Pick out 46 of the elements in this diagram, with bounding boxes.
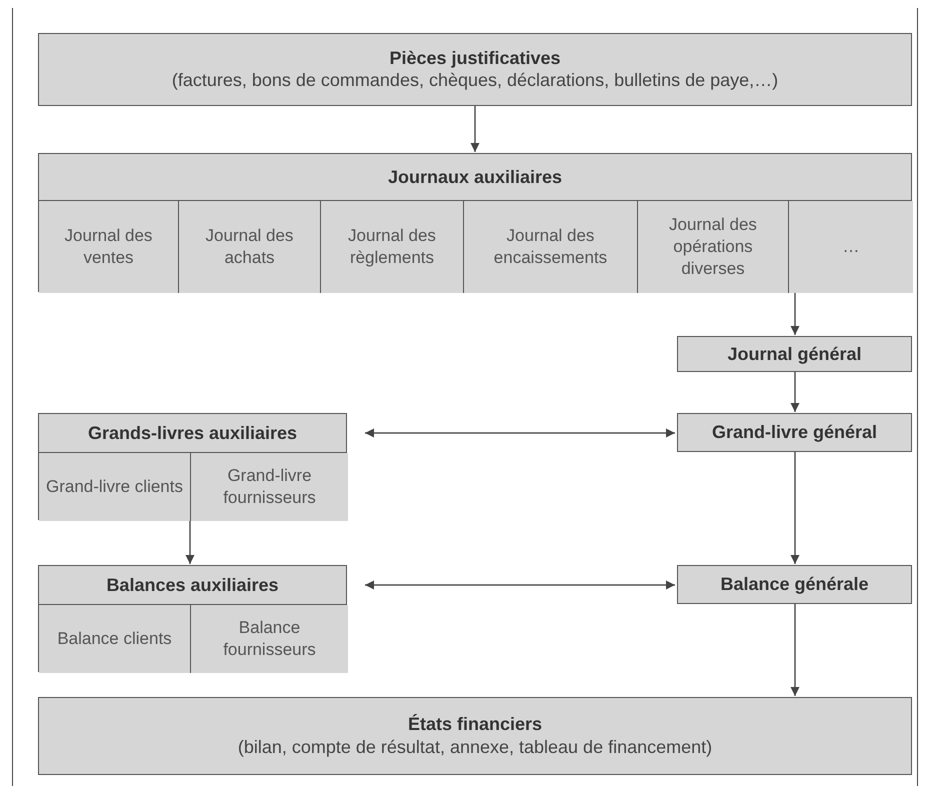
cell-text: … <box>842 236 860 258</box>
group-title: Journaux auxiliaires <box>388 166 562 188</box>
arrow <box>790 292 800 335</box>
cell-text: Journal des ventes <box>64 224 154 269</box>
journal-cell <box>191 453 348 521</box>
arrow <box>365 428 675 438</box>
journal-cell <box>191 605 348 673</box>
box-subtitle: (factures, bons de commandes, chèques, déclarations, bulletins de paye,…) <box>172 69 778 92</box>
process-box <box>677 565 912 604</box>
cell-text: Balance fournisseurs <box>222 616 317 661</box>
journal-cell <box>39 453 191 521</box>
arrow <box>790 604 800 696</box>
process-box <box>677 413 912 452</box>
box-subtitle: (bilan, compte de résultat, annexe, tableau de financement) <box>238 736 712 759</box>
box-title: Grand-livre général <box>712 421 878 444</box>
journal-cell <box>321 201 464 293</box>
journal-cell <box>39 605 191 673</box>
cell-text: Journal des achats <box>204 224 294 269</box>
cell-text: Journal des encaissements <box>492 224 608 269</box>
process-box <box>38 697 912 775</box>
journal-cell <box>179 201 321 293</box>
box-title: États financiers <box>408 713 542 736</box>
box-title: Pièces justificatives <box>389 46 561 70</box>
group-title: Balances auxiliaires <box>106 574 279 596</box>
journal-cell <box>39 201 179 293</box>
arrow <box>790 372 800 412</box>
arrow <box>365 580 675 590</box>
process-box <box>38 33 912 106</box>
cell-text: Journal des règlements <box>347 224 437 269</box>
box-title: Journal général <box>727 342 862 366</box>
cell-text: Grand-livre clients <box>45 476 184 498</box>
process-box <box>677 336 912 372</box>
group-title: Grands-livres auxiliaires <box>88 422 298 444</box>
group-box <box>38 565 347 672</box>
group-box <box>38 413 347 520</box>
arrow <box>470 106 480 152</box>
group-box <box>38 153 912 292</box>
arrow <box>186 520 194 564</box>
arrow <box>790 452 800 564</box>
cell-text: Grand-livre fournisseurs <box>222 464 317 509</box>
journal-cell <box>464 201 638 293</box>
journal-cell <box>789 201 913 293</box>
cell-text: Balance clients <box>56 628 173 650</box>
journal-cell <box>638 201 789 293</box>
cell-text: Journal des opérations diverses <box>668 214 758 280</box>
box-title: Balance générale <box>720 573 869 596</box>
